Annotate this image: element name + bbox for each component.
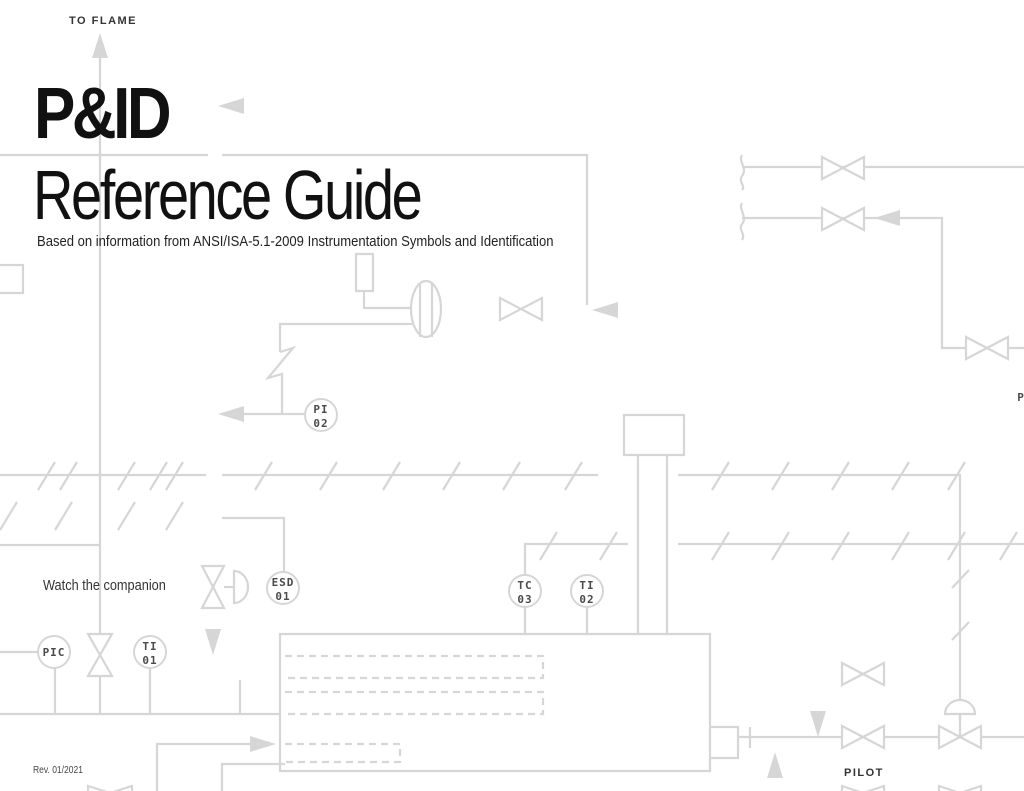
gate-valve-2	[820, 206, 866, 232]
arrow-left-1	[218, 98, 244, 114]
esd-valve	[200, 564, 250, 610]
page-subtitle: Reference Guide	[33, 156, 423, 234]
instrument-pic: PIC	[37, 635, 71, 669]
flow-arrows	[92, 33, 900, 778]
arrow-right-1	[250, 736, 276, 752]
esd01-line1: ESD	[272, 576, 295, 589]
instrument-ti02: TI 02	[570, 574, 604, 608]
control-valve-1	[937, 698, 983, 750]
revision-label: Rev. 01/2021	[33, 765, 83, 776]
gate-valve-5	[840, 661, 886, 687]
to-flame-label: TO FLAME	[69, 15, 137, 27]
flare-arrow-up	[92, 33, 108, 58]
arrow-left-4	[218, 406, 244, 422]
gate-valve-6	[840, 724, 886, 750]
page-title: P&ID	[34, 74, 172, 154]
pi02-line2: 02	[313, 417, 328, 430]
pi02-line1: PI	[313, 403, 328, 416]
valves	[86, 155, 1010, 791]
pic-line1: PIC	[43, 646, 66, 659]
instrument-ti01: TI 01	[133, 635, 167, 669]
bottom-valve-fragments	[86, 784, 983, 791]
arrow-down-1	[205, 629, 221, 655]
process-lines	[0, 56, 1024, 791]
source-note: Based on information from ANSI/ISA-5.1-2…	[37, 233, 554, 250]
ti02-line2: 02	[579, 593, 594, 606]
esd01-line2: 01	[275, 590, 290, 603]
gate-valve-4	[964, 335, 1010, 361]
instrument-esd01: ESD 01	[266, 571, 300, 605]
instrument-pi02: PI 02	[304, 398, 338, 432]
instrument-tc03: TC 03	[508, 574, 542, 608]
arrow-down-2	[810, 711, 826, 737]
arrow-left-3	[874, 210, 900, 226]
companion-text: Watch the companion	[43, 577, 166, 594]
tc03-line2: 03	[517, 593, 532, 606]
ti01-line2: 01	[142, 654, 157, 667]
gate-valve-3	[498, 296, 544, 322]
arrow-up-1	[767, 752, 783, 778]
edge-letter: P	[1017, 391, 1024, 404]
vertical-valve	[86, 632, 114, 678]
arrow-left-2	[592, 302, 618, 318]
pilot-label: PILOT	[844, 767, 884, 779]
tc03-line1: TC	[517, 579, 532, 592]
signal-hatches	[0, 461, 1018, 641]
ti01-line1: TI	[142, 640, 157, 653]
ti02-line1: TI	[579, 579, 594, 592]
gate-valve-1	[820, 155, 866, 181]
